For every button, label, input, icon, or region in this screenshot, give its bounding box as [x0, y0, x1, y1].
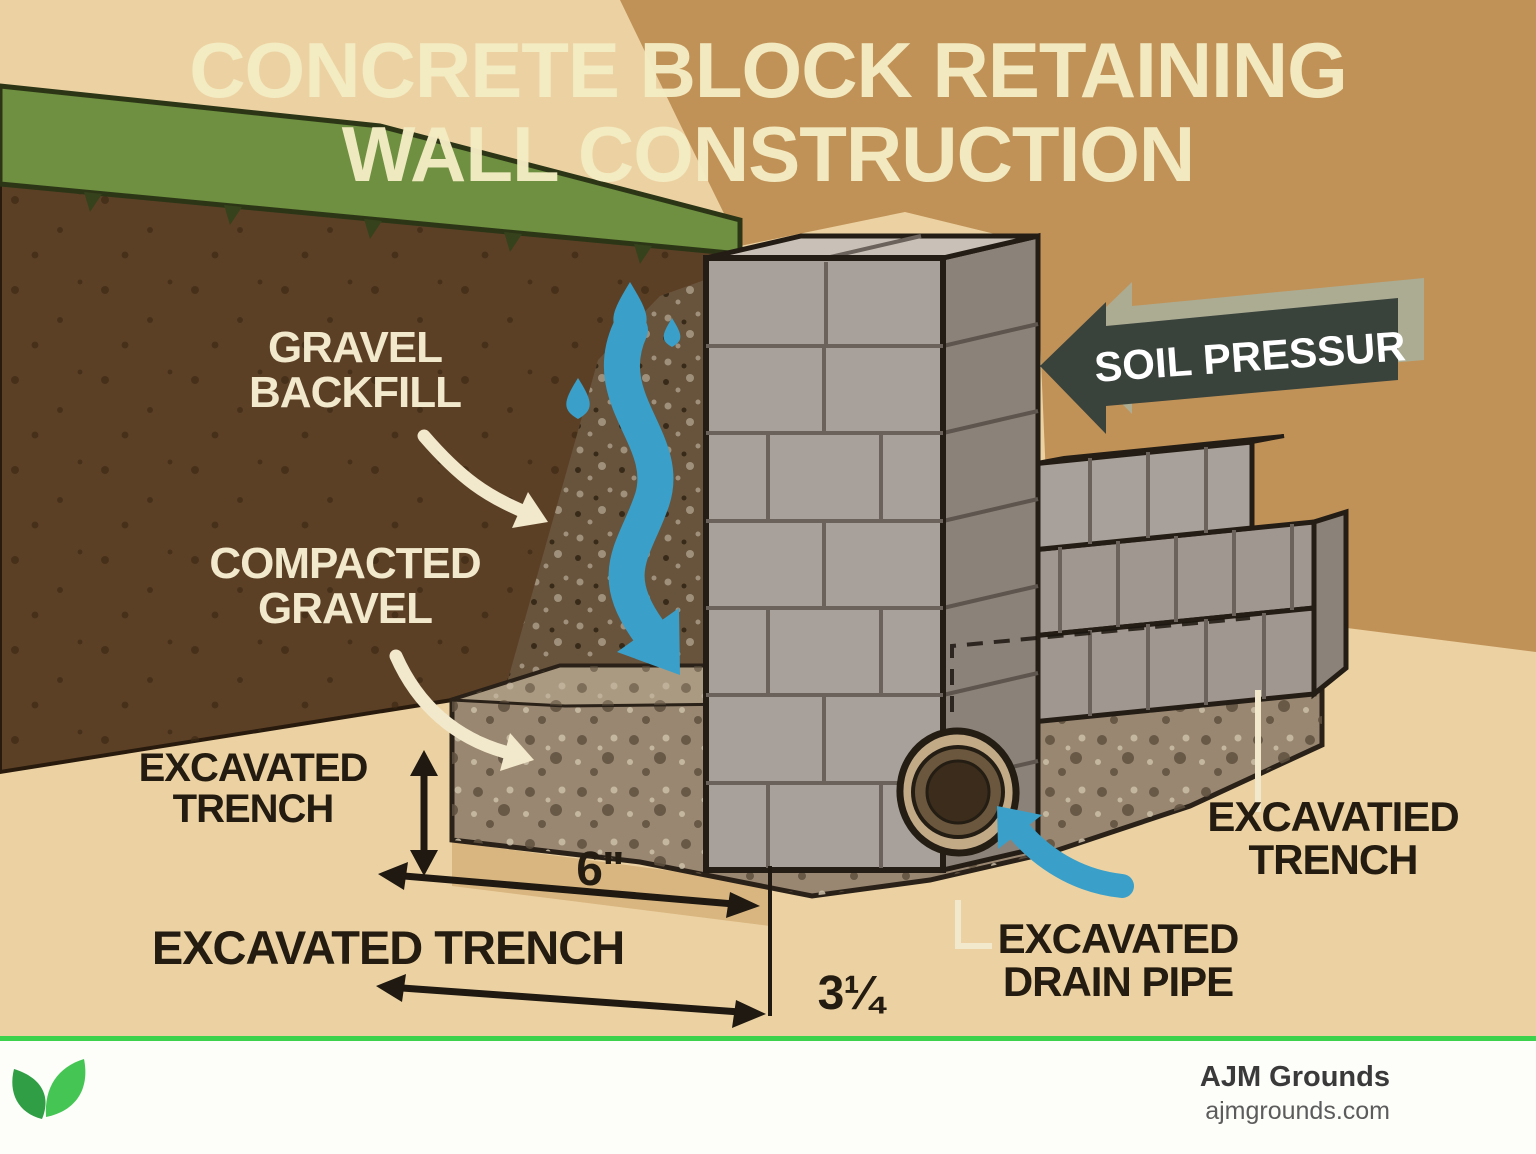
- callout-excavated-drain-pipe: EXCAVATED DRAIN PIPE: [943, 915, 1293, 1005]
- callout-line: TRENCH: [1248, 835, 1419, 883]
- callout-line: EXCAVATED: [997, 915, 1240, 962]
- water-flow-arrow: [566, 282, 681, 675]
- diagram-canvas: [0, 0, 1536, 1028]
- dimension-vertical-left: [410, 750, 438, 876]
- title-line-1: CONCRETE BLOCK RETAINING: [189, 26, 1348, 114]
- mortar-joints: [825, 234, 922, 260]
- callout-compacted-gravel: COMPACTED GRAVEL: [170, 539, 520, 633]
- soil-pressure-arrow: [1040, 278, 1424, 434]
- callout-line: EXCAVATED: [138, 746, 369, 790]
- callout-line: COMPACTED: [209, 539, 481, 588]
- leaf-logo-icon: [12, 1059, 86, 1119]
- callout-arrow-compacted-gravel: [389, 649, 534, 771]
- callout-gravel-backfill: GRAVEL BACKFILL: [180, 323, 530, 417]
- grass-strip: [0, 83, 743, 264]
- dimension-horizontal-6in: [378, 862, 760, 918]
- callout-excavated-trench-left: EXCAVATED TRENCH: [78, 748, 428, 830]
- callout-line: GRAVEL: [257, 583, 433, 633]
- callout-line: TRENCH: [172, 786, 335, 831]
- mortar-joints: [766, 262, 883, 868]
- wall-step-top-face: [1031, 434, 1285, 466]
- dimension-label-6in: 6": [576, 843, 624, 896]
- callout-line: EXCAVATIED: [1207, 793, 1459, 840]
- brand-name: AJM Grounds: [1199, 1061, 1390, 1093]
- callout-excavated-trench-bottom: EXCAVATED TRENCH: [151, 921, 625, 974]
- water-droplet-icon: [566, 378, 590, 419]
- wall-step-end-face: [1311, 508, 1349, 700]
- callout-arrow-drain-pipe: [997, 806, 1134, 898]
- drain-pipe: [896, 727, 1020, 857]
- footer-brand-block: AJM Grounds ajmgrounds.com: [1200, 1059, 1390, 1128]
- footer: AJM Grounds ajmgrounds.com: [0, 1036, 1536, 1154]
- left-arrow-icon: [1040, 298, 1398, 434]
- page-title: CONCRETE BLOCK RETAINING WALL CONSTRUCTI…: [0, 26, 1536, 199]
- brand-website: ajmgrounds.com: [1205, 1097, 1390, 1126]
- mortar-joints: [942, 322, 1039, 785]
- callout-excavatied-trench-right: EXCAVATIED TRENCH: [1158, 793, 1508, 883]
- title-line-2: WALL CONSTRUCTION: [341, 110, 1196, 199]
- gravel-backfill-region: [505, 268, 738, 690]
- retaining-wall: [703, 232, 1349, 874]
- dimension-label-base: 3¼: [817, 967, 884, 1020]
- buried-course-dashed-line: [950, 616, 1251, 712]
- drain-pipe-leader-line: [955, 900, 992, 949]
- trench-floor-strip: [452, 842, 770, 926]
- callout-line: DRAIN PIPE: [1002, 957, 1234, 1005]
- water-arrowhead: [617, 608, 680, 675]
- callout-arrow-gravel-backfill: [417, 429, 548, 528]
- callout-line: GRAVEL: [267, 323, 443, 372]
- wall-step-right: [1029, 434, 1349, 725]
- mortar-joints: [1058, 447, 1294, 716]
- wall-column: [703, 232, 1041, 874]
- water-droplet-icon: [663, 318, 681, 347]
- callout-line: BACKFILL: [249, 367, 462, 417]
- upper-ground-brown: [620, 0, 1536, 652]
- dimension-horizontal-bottom: [376, 974, 766, 1028]
- grass-blades: [84, 192, 652, 264]
